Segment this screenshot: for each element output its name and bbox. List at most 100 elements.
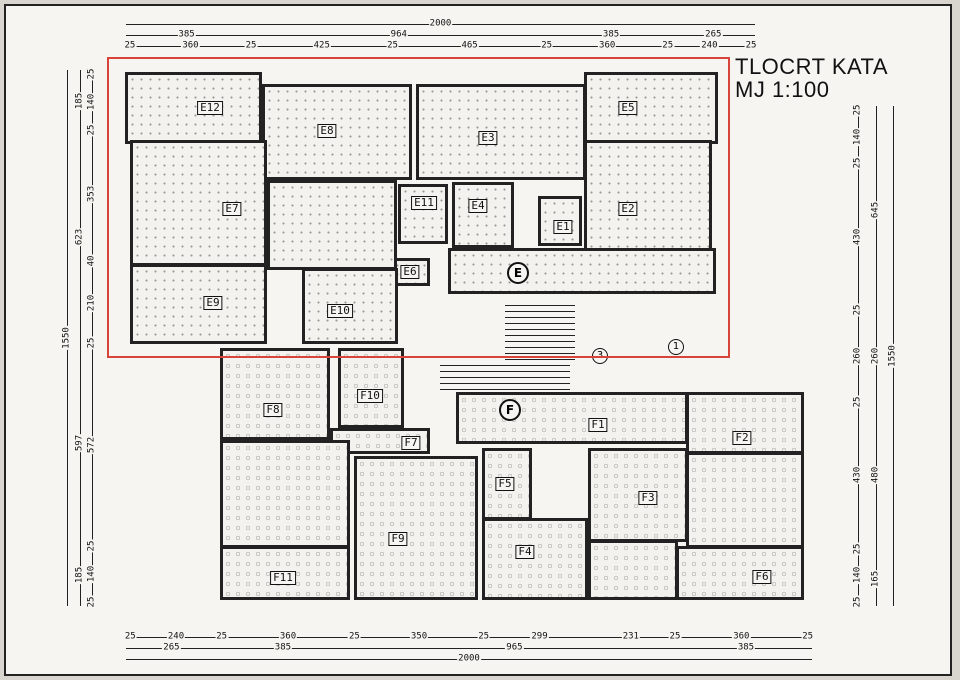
label-f1: F1 [588, 418, 608, 432]
room-f4 [482, 518, 588, 600]
room-e7 [130, 140, 267, 266]
label-f6: F6 [752, 570, 772, 584]
dimension-line-top_row3 [126, 46, 755, 47]
dimension-label: 25 [86, 595, 97, 609]
dimension-label: 2000 [457, 653, 481, 664]
label-f5: F5 [495, 477, 515, 491]
unit-f-marker: F [499, 399, 521, 421]
dimension-label: 25 [852, 156, 863, 170]
label-e1: E1 [553, 220, 573, 234]
dimension-label: 25 [852, 103, 863, 117]
label-e11: E11 [411, 196, 437, 210]
room-f6 [676, 546, 804, 600]
room-f9 [354, 456, 478, 600]
label-e9: E9 [203, 296, 223, 310]
dimension-label: 25 [86, 539, 97, 553]
dimension-label: 25 [540, 40, 554, 51]
room-e4 [452, 182, 514, 248]
dimension-label: 430 [852, 466, 863, 485]
dimension-label: 425 [312, 40, 331, 51]
dimension-label: 231 [621, 631, 640, 642]
dimension-label: 265 [162, 642, 181, 653]
room-e2 [584, 140, 712, 266]
room-f10 [338, 348, 404, 428]
dimension-label: 385 [736, 642, 756, 653]
dimension-label: 265 [704, 29, 723, 40]
dimension-label: 165 [870, 570, 881, 589]
dimension-label: 25 [123, 40, 137, 51]
dimension-label: 25 [852, 395, 863, 409]
dimension-line-bottom_row1 [126, 637, 812, 638]
room-f3 [588, 448, 688, 542]
dimension-label: 25 [347, 631, 361, 642]
dimension-label: 350 [409, 631, 429, 642]
dimension-label: 240 [166, 631, 186, 642]
title-scale: MJ 1:100 [735, 77, 830, 102]
dimension-label: 385 [177, 29, 196, 40]
dimension-label: 360 [732, 631, 751, 642]
dimension-label: 385 [273, 642, 293, 653]
dimension-label: 140 [852, 566, 863, 585]
dimension-label: 25 [801, 631, 815, 642]
label-e3: E3 [478, 131, 498, 145]
staircase [505, 300, 575, 360]
dimension-label: 25 [86, 67, 97, 81]
drawing-title: TLOCRT KATA MJ 1:100 [735, 55, 888, 101]
dimension-label: 25 [852, 303, 863, 317]
dimension-label: 597 [74, 433, 85, 453]
dimension-label: 25 [86, 123, 97, 137]
dimension-label: 25 [123, 631, 137, 642]
dimension-label: 40 [86, 254, 97, 268]
room-f3b [588, 540, 678, 600]
unit-e-marker: E [507, 262, 529, 284]
dimension-label: 353 [86, 185, 97, 204]
room-f2b [686, 452, 804, 548]
dimension-label: 25 [477, 631, 491, 642]
dimension-label: 385 [601, 29, 621, 40]
room-f8b [220, 440, 350, 548]
label-e10: E10 [327, 304, 353, 318]
dimension-line-top_row2 [126, 35, 755, 36]
dimension-line-left_mid [80, 70, 81, 606]
dimension-label: 240 [700, 40, 719, 51]
room-f1 [456, 392, 688, 444]
dimension-label: 185 [74, 565, 85, 584]
dimension-label: 25 [852, 542, 863, 556]
room-e3 [416, 84, 586, 180]
dimension-label: 964 [389, 29, 408, 40]
dimension-label: 260 [870, 346, 881, 366]
label-e12: E12 [197, 101, 223, 115]
label-f3: F3 [638, 491, 658, 505]
dimension-label: 140 [86, 564, 97, 583]
staircase-lower [440, 360, 570, 390]
label-e7: E7 [222, 202, 242, 216]
dimension-label: 25 [744, 40, 758, 51]
dimension-label: 465 [460, 40, 479, 51]
dimension-label: 260 [852, 346, 863, 366]
dimension-label: 25 [668, 631, 682, 642]
room-e5 [584, 72, 718, 144]
dimension-label: 25 [215, 631, 229, 642]
dimension-label: 572 [86, 435, 97, 454]
label-f8: F8 [263, 403, 283, 417]
dimension-label: 360 [278, 631, 298, 642]
label-f2: F2 [732, 431, 752, 445]
dimension-label: 185 [74, 92, 85, 111]
dimension-label: 25 [386, 40, 399, 51]
label-f11: F11 [270, 571, 296, 585]
dimension-label: 2000 [428, 18, 453, 29]
dimension-label: 480 [870, 466, 881, 485]
label-e6: E6 [400, 265, 420, 279]
dimension-label: 140 [852, 127, 863, 146]
highlight-rectangle [107, 57, 730, 358]
room-e9 [130, 264, 267, 344]
dimension-label: 965 [505, 642, 524, 653]
label-e8: E8 [317, 124, 337, 138]
room-e11 [398, 184, 448, 244]
label-e4: E4 [468, 199, 488, 213]
dimension-label: 25 [852, 595, 863, 609]
label-f7: F7 [401, 436, 421, 450]
label-e2: E2 [618, 202, 638, 216]
dimension-label: 430 [852, 227, 863, 246]
dimension-label: 360 [598, 40, 617, 51]
